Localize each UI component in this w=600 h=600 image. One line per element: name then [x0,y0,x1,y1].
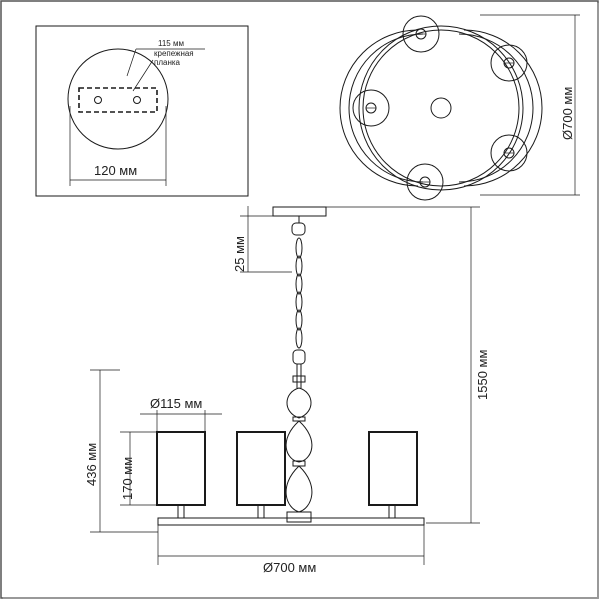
mounting-hole-left [94,96,102,104]
canopy [272,206,327,217]
glass-drop-upper [285,420,313,463]
top-shade-2 [490,44,528,82]
shade-height-label: 170 мм [120,457,135,500]
total-height-label: 1550 мм [475,350,490,400]
top-diameter-label: Ø700 мм [560,87,575,140]
leader-115-diag [126,48,137,77]
plate-diameter-label: 115 мм [158,39,184,48]
top-ring-outer [358,25,524,191]
plate-width-label: 120 мм [94,163,137,178]
left-arc-outer [339,29,419,187]
top-shade-5 [406,163,444,201]
glass-drop-lower [285,465,313,513]
top-shade-1 [402,15,440,53]
mounting-bar-label-2: планка [154,58,181,67]
shade-left [156,431,206,506]
mounting-bar-label-1: крепежная [154,49,194,58]
chain-top-label: 25 мм [232,236,247,272]
top-shade-3 [352,89,390,127]
holder-right [388,504,396,519]
right-arc-inner [458,33,534,183]
hub [286,511,312,523]
body-height-label: 436 мм [84,443,99,486]
mounting-bar [78,87,158,113]
top-shade-4 [490,134,528,172]
top-ring-inner [362,29,520,187]
left-arc-inner [348,33,424,183]
shade-right [368,431,418,506]
stem-collar [292,375,306,383]
top-center-hub [430,97,452,119]
chain [291,222,306,365]
shade-mid [236,431,286,506]
right-arc-outer [463,29,543,187]
bottom-diameter-label: Ø700 мм [263,560,316,575]
shade-diameter-label: Ø115 мм [150,396,202,411]
arm-bar [157,517,425,526]
ceiling-plate-circle [67,48,169,150]
glass-bead-top [286,387,312,419]
leader-mounting-bar [132,59,154,92]
holder-mid [257,504,265,519]
holder-left [177,504,185,519]
ceiling-plate-detail: 115 мм крепежная планка 120 мм [35,25,249,197]
detail-box [35,25,249,197]
mounting-hole-right [133,96,141,104]
side-view: 25 мм 1550 мм Ø115 мм 436 мм 170 мм Ø700… [84,206,490,575]
top-view: Ø700 мм [339,14,580,201]
